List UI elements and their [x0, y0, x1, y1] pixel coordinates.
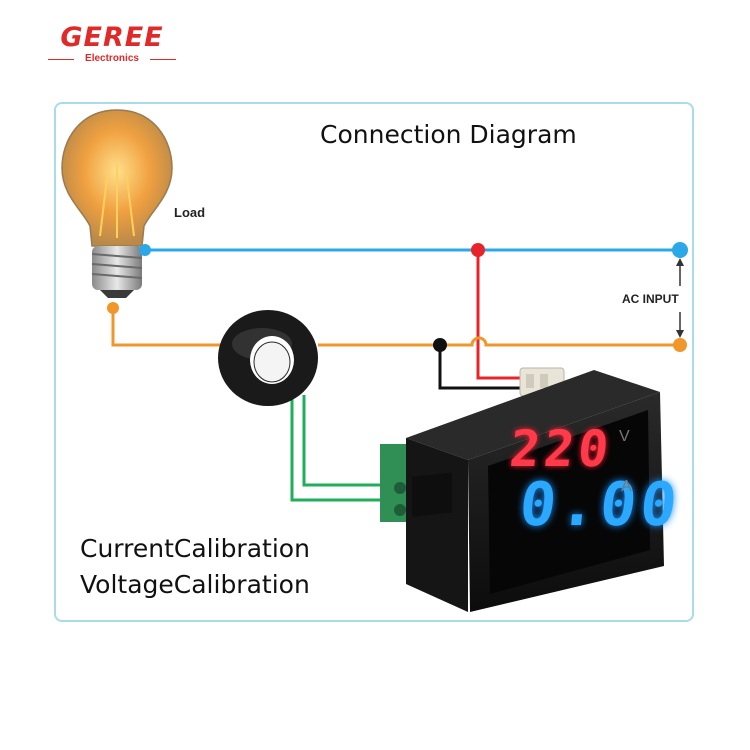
voltage-sense-junction — [471, 243, 485, 257]
ac-input-arrows-icon — [676, 258, 684, 338]
light-bulb-icon — [61, 109, 173, 298]
voltage-unit: V — [619, 428, 630, 445]
neutral-wire-bulb — [111, 305, 222, 347]
panel-meter — [406, 370, 664, 612]
voltage-sense-wire — [476, 250, 528, 380]
ct-wire-2 — [302, 395, 410, 487]
neutral-terminal — [673, 338, 687, 352]
diagram-title: Connection Diagram — [320, 120, 577, 149]
neutral-wire — [318, 336, 680, 347]
current-sense-wire — [438, 345, 528, 390]
current-calibration-label: CurrentCalibration — [80, 534, 310, 563]
brand-sub: Electronics — [85, 53, 139, 64]
current-transformer-icon — [218, 310, 318, 406]
diagram-frame — [54, 102, 694, 622]
brand-name: GEREE — [60, 22, 164, 53]
logo-left-line — [48, 59, 74, 60]
voltage-calibration-label: VoltageCalibration — [80, 570, 310, 599]
neutral-junction-bulb — [107, 302, 119, 314]
logo-right-line — [150, 59, 176, 60]
ct-wire-1 — [290, 398, 410, 502]
current-readout: 0.00 — [516, 470, 685, 540]
live-junction-bulb — [139, 244, 151, 256]
brand-logo: GEREE Electronics — [44, 24, 180, 66]
load-label: Load — [174, 205, 206, 220]
live-terminal — [672, 242, 688, 258]
ac-input-label: AC INPUT — [622, 292, 679, 306]
current-sense-junction — [433, 338, 447, 352]
current-unit: A — [621, 478, 632, 495]
